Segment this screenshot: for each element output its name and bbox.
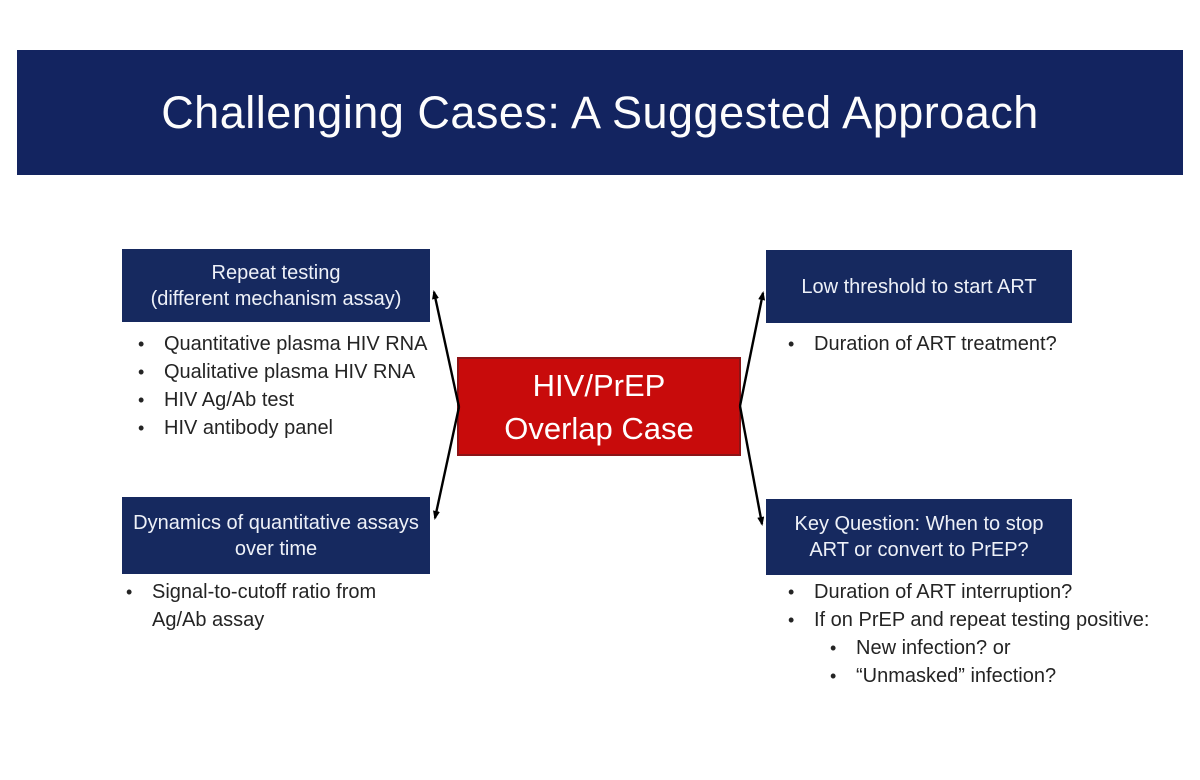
bullet-text: “Unmasked” infection? xyxy=(856,665,1057,687)
box-key-question-stop-art: Key Question: When to stop ART or conver… xyxy=(766,499,1072,575)
bullet-text: Signal-to-cutoff ratio from Ag/Ab assay xyxy=(152,581,377,631)
list-item: • “Unmasked” infection? xyxy=(830,662,1188,690)
arrow-to-bottom-right xyxy=(738,405,765,526)
center-box-line: Overlap Case xyxy=(504,410,694,446)
bullet-list-low-threshold-art: • Duration of ART treatment? xyxy=(788,330,1188,358)
bullet-dot: • xyxy=(788,610,795,630)
bullet-dot: • xyxy=(138,390,145,410)
box-title-line: Key Question: When to stop xyxy=(794,513,1044,535)
bullet-dot: • xyxy=(788,334,795,354)
bullet-dot: • xyxy=(830,638,837,658)
bullet-text: If on PrEP and repeat testing positive: xyxy=(814,609,1150,631)
list-item: • Duration of ART treatment? xyxy=(788,330,1188,358)
list-item: • Duration of ART interruption? xyxy=(788,578,1188,606)
box-title-line: Low threshold to start ART xyxy=(801,275,1037,298)
box-title-line: (different mechanism assay) xyxy=(150,287,402,310)
list-item: • Quantitative plasma HIV RNA xyxy=(138,330,458,358)
list-item: • Signal-to-cutoff ratio from Ag/Ab assa… xyxy=(126,578,408,634)
bullet-text: Quantitative plasma HIV RNA xyxy=(164,333,428,355)
list-item: • HIV antibody panel xyxy=(138,414,458,442)
bullet-list-repeat-testing: • Quantitative plasma HIV RNA • Qualitat… xyxy=(138,330,458,442)
bullet-text: Duration of ART treatment? xyxy=(814,333,1057,355)
arrow-to-top-right xyxy=(738,291,766,407)
list-item: • HIV Ag/Ab test xyxy=(138,386,458,414)
list-item: • New infection? or xyxy=(830,634,1188,662)
slide-title: Challenging Cases: A Suggested Approach xyxy=(161,86,1039,138)
bullet-dot: • xyxy=(788,582,795,602)
bullet-dot: • xyxy=(138,362,145,382)
title-banner: Challenging Cases: A Suggested Approach xyxy=(17,50,1183,175)
bullet-text: Qualitative plasma HIV RNA xyxy=(164,361,416,383)
box-title-line: over time xyxy=(234,537,318,560)
center-box-line: HIV/PrEP xyxy=(532,367,666,403)
box-low-threshold-art: Low threshold to start ART xyxy=(766,250,1072,323)
list-item: • If on PrEP and repeat testing positive… xyxy=(788,606,1188,634)
bullet-dot: • xyxy=(830,666,837,686)
bullet-text: HIV antibody panel xyxy=(164,417,334,439)
bullet-text: Duration of ART interruption? xyxy=(814,581,1073,603)
bullet-dot: • xyxy=(138,334,145,354)
bullet-list-dynamics: • Signal-to-cutoff ratio from Ag/Ab assa… xyxy=(126,578,408,634)
list-item: • Qualitative plasma HIV RNA xyxy=(138,358,458,386)
bullet-list-key-question: • Duration of ART interruption? • If on … xyxy=(788,578,1188,690)
box-dynamics-quantitative-assays: Dynamics of quantitative assays over tim… xyxy=(122,497,430,574)
box-repeat-testing: Repeat testing (different mechanism assa… xyxy=(122,249,430,322)
box-title-line: Repeat testing xyxy=(211,261,341,284)
hiv-prep-overlap-box: HIV/PrEP Overlap Case xyxy=(457,357,741,456)
bullet-text: New infection? or xyxy=(856,637,1011,659)
bullet-dot: • xyxy=(126,582,133,602)
bullet-text: HIV Ag/Ab test xyxy=(164,389,295,411)
box-title-line: Dynamics of quantitative assays xyxy=(133,511,419,534)
box-title-line: ART or convert to PrEP? xyxy=(809,539,1029,561)
bullet-dot: • xyxy=(138,418,145,438)
